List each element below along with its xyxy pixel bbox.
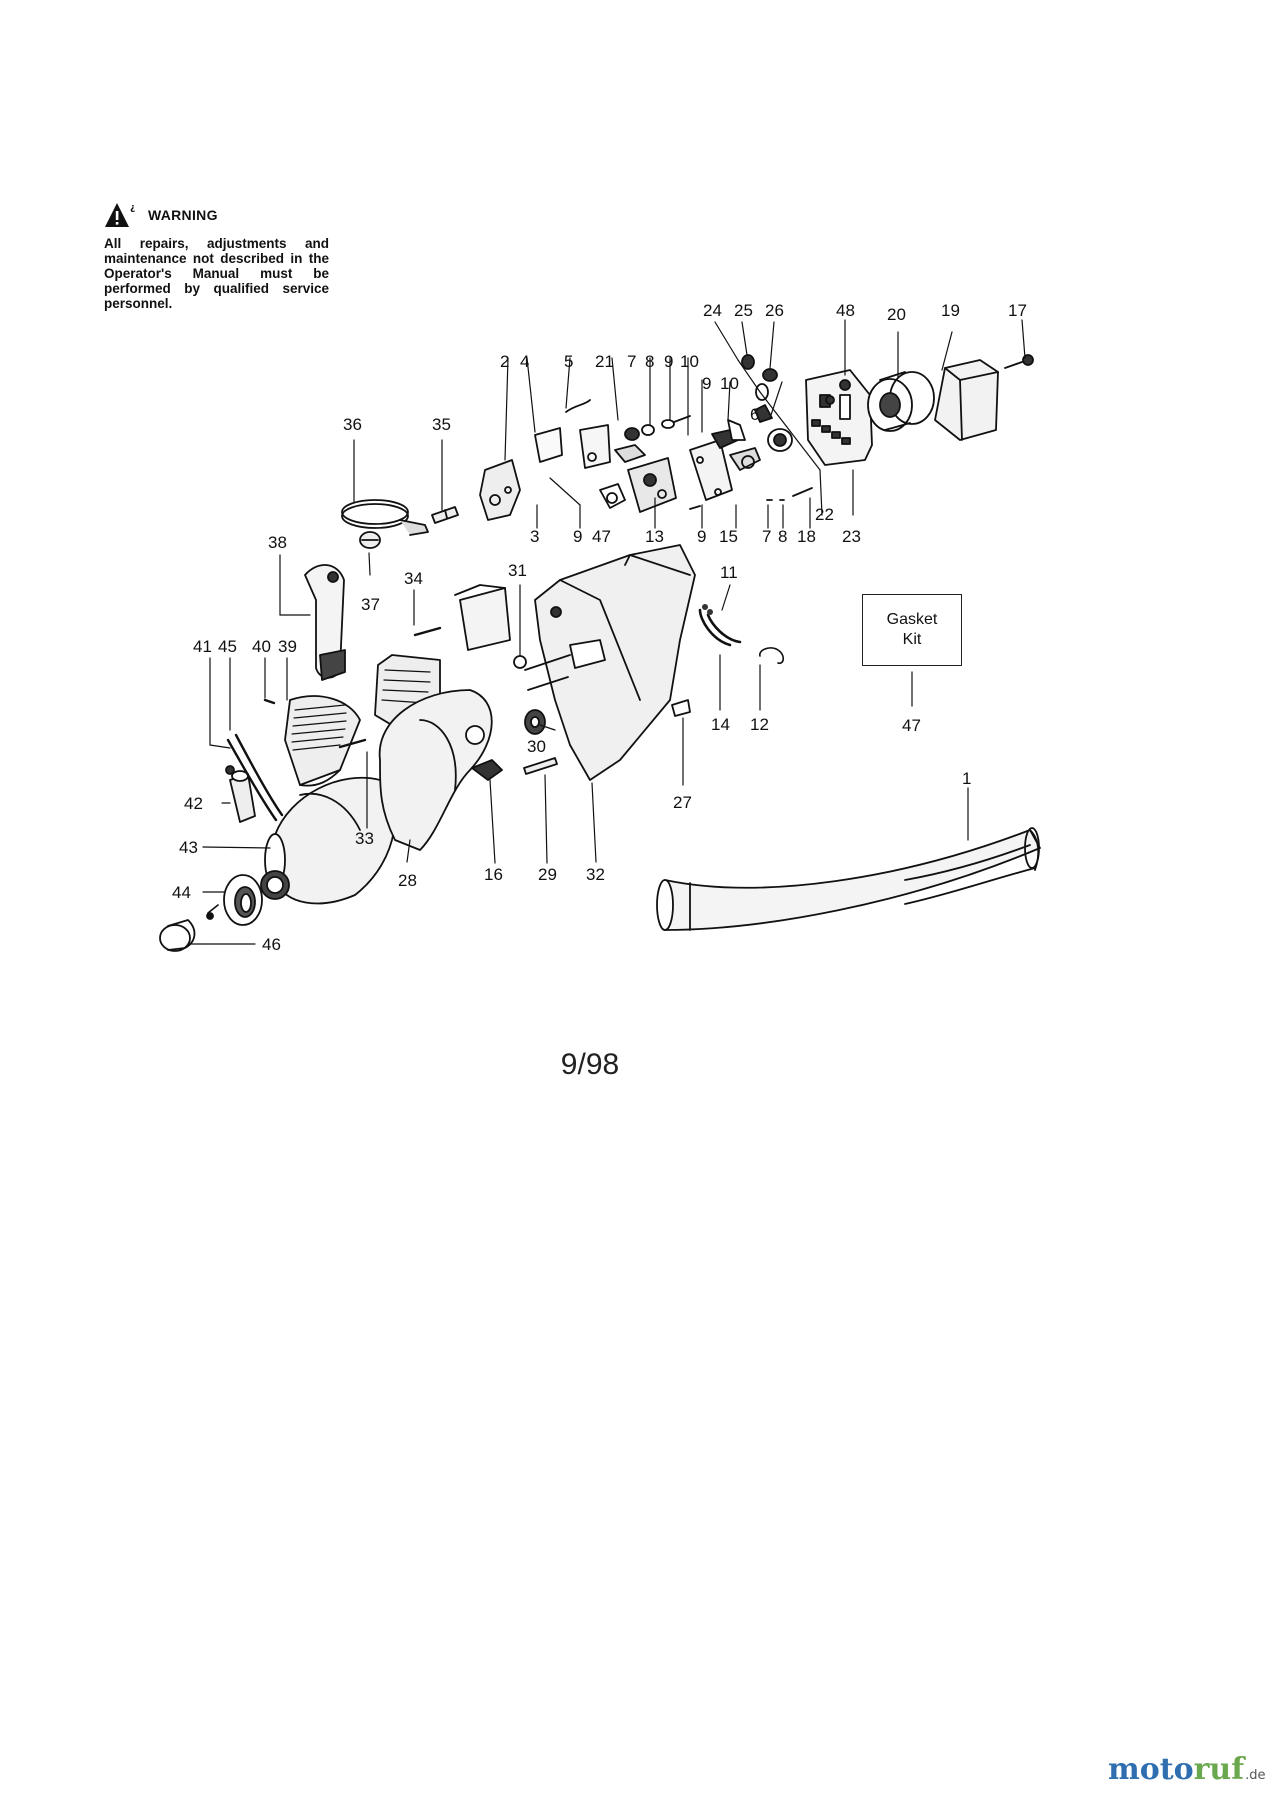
part-label: 48 xyxy=(836,301,855,320)
date-code: 9/98 xyxy=(560,1048,620,1081)
part-label: 37 xyxy=(361,595,380,614)
part-label: 9 xyxy=(702,374,711,393)
screw-40-part xyxy=(263,698,276,705)
warning-notice: ¿ WARNING All repairs, adjustments and m… xyxy=(104,200,329,311)
part-label: 8 xyxy=(645,352,654,371)
grommet-27-part xyxy=(671,699,691,717)
part-label: 17 xyxy=(1008,301,1027,320)
part-label: 41 xyxy=(193,637,212,656)
part-label: 21 xyxy=(595,352,614,371)
part-label: 47 xyxy=(902,716,921,735)
fan-nut-30-part xyxy=(524,709,546,735)
part-label: 27 xyxy=(673,793,692,812)
part-label: 23 xyxy=(842,527,861,546)
bolt-35-part xyxy=(431,506,459,524)
gasket-kit-box: Gasket Kit xyxy=(862,594,962,666)
part-label: 34 xyxy=(404,569,423,588)
part-label: 15 xyxy=(719,527,738,546)
part-label: 42 xyxy=(184,794,203,813)
part-label: 38 xyxy=(268,533,287,552)
watermark-part1: moto xyxy=(1108,1752,1194,1787)
gasket-kit-label-line1: Gasket xyxy=(886,611,938,628)
part-label: 20 xyxy=(887,305,906,324)
part-label: 12 xyxy=(750,715,769,734)
part-label: 45 xyxy=(218,637,237,656)
part-label: 22 xyxy=(815,505,834,524)
grommet-31-part xyxy=(513,655,527,669)
watermark-tld: .de xyxy=(1245,1768,1266,1783)
part-label: 25 xyxy=(734,301,753,320)
part-label: 9 xyxy=(664,352,673,371)
fan-housing-part xyxy=(374,584,511,851)
outlet-housing-part xyxy=(260,776,396,905)
part-label: 8 xyxy=(778,527,787,546)
part-label: 40 xyxy=(252,637,271,656)
part-label: 39 xyxy=(278,637,297,656)
part-label: 2 xyxy=(500,352,509,371)
part-label: 9 xyxy=(573,527,582,546)
part-label: 47 xyxy=(592,527,611,546)
part-label: 5 xyxy=(564,352,573,371)
part-label: 9 xyxy=(697,527,706,546)
part-label: 10 xyxy=(720,374,739,393)
wires-11-14-part xyxy=(698,608,742,647)
engine-parts-group xyxy=(479,399,813,521)
part-label: 6 xyxy=(750,405,759,424)
part-label: 46 xyxy=(262,935,281,954)
strap-part xyxy=(341,499,429,536)
knob-37-part xyxy=(359,531,381,549)
air-filter-cover-part xyxy=(284,695,361,787)
svg-text:¿: ¿ xyxy=(130,203,135,213)
part-label: 36 xyxy=(343,415,362,434)
part-label: 4 xyxy=(520,352,529,371)
pins-25-26-part xyxy=(741,354,778,401)
part-label: 31 xyxy=(508,561,527,580)
clip-16-part xyxy=(471,759,503,781)
part-label: 35 xyxy=(432,415,451,434)
part-label: 43 xyxy=(179,838,198,857)
pin-29-part xyxy=(523,757,558,775)
handle-part xyxy=(304,564,346,681)
clip-12-part xyxy=(759,647,785,665)
gasket-ring-part xyxy=(223,874,263,926)
watermark-part2: ruf xyxy=(1193,1752,1245,1787)
gasket-kit-label-line2: Kit xyxy=(902,631,922,648)
part-label: 19 xyxy=(941,301,960,320)
blower-tube-part xyxy=(656,827,1041,931)
muffler-ring-part xyxy=(867,371,935,432)
part-label: 10 xyxy=(680,352,699,371)
part-label: 3 xyxy=(530,527,539,546)
warning-triangle-icon: ¿ xyxy=(105,203,135,227)
warning-header: ¿ WARNING xyxy=(104,200,329,230)
part-label: 26 xyxy=(765,301,784,320)
screw-33-part xyxy=(338,738,367,749)
part-label: 30 xyxy=(527,737,546,756)
site-watermark: moto ruf .de xyxy=(1108,1752,1266,1787)
part-label: 7 xyxy=(762,527,771,546)
part-number-labels: 24 25 26 48 20 19 17 2 4 5 21 7 8 9 10 9… xyxy=(172,301,1027,954)
part-label: 13 xyxy=(645,527,664,546)
knob-part xyxy=(159,912,214,952)
part-label: 28 xyxy=(398,871,417,890)
main-housing-part xyxy=(524,544,696,781)
part-label: 33 xyxy=(355,829,374,848)
part-label: 24 xyxy=(703,301,722,320)
warning-title: WARNING xyxy=(148,206,218,223)
screw-34-part xyxy=(413,626,442,637)
part-label: 7 xyxy=(627,352,636,371)
fuel-lines-part xyxy=(226,733,284,822)
part-label: 1 xyxy=(962,769,971,788)
part-label: 32 xyxy=(586,865,605,884)
warning-text: All repairs, adjustments and maintenance… xyxy=(104,236,329,311)
cylinder-cover-part xyxy=(805,369,873,466)
muffler-cover-part xyxy=(934,354,1034,441)
part-label: 14 xyxy=(711,715,730,734)
fuel-filter-part xyxy=(225,765,256,823)
part-label: 18 xyxy=(797,527,816,546)
part-label: 44 xyxy=(172,883,191,902)
part-label: 29 xyxy=(538,865,557,884)
part-label: 11 xyxy=(720,563,738,582)
part-label: 16 xyxy=(484,865,503,884)
